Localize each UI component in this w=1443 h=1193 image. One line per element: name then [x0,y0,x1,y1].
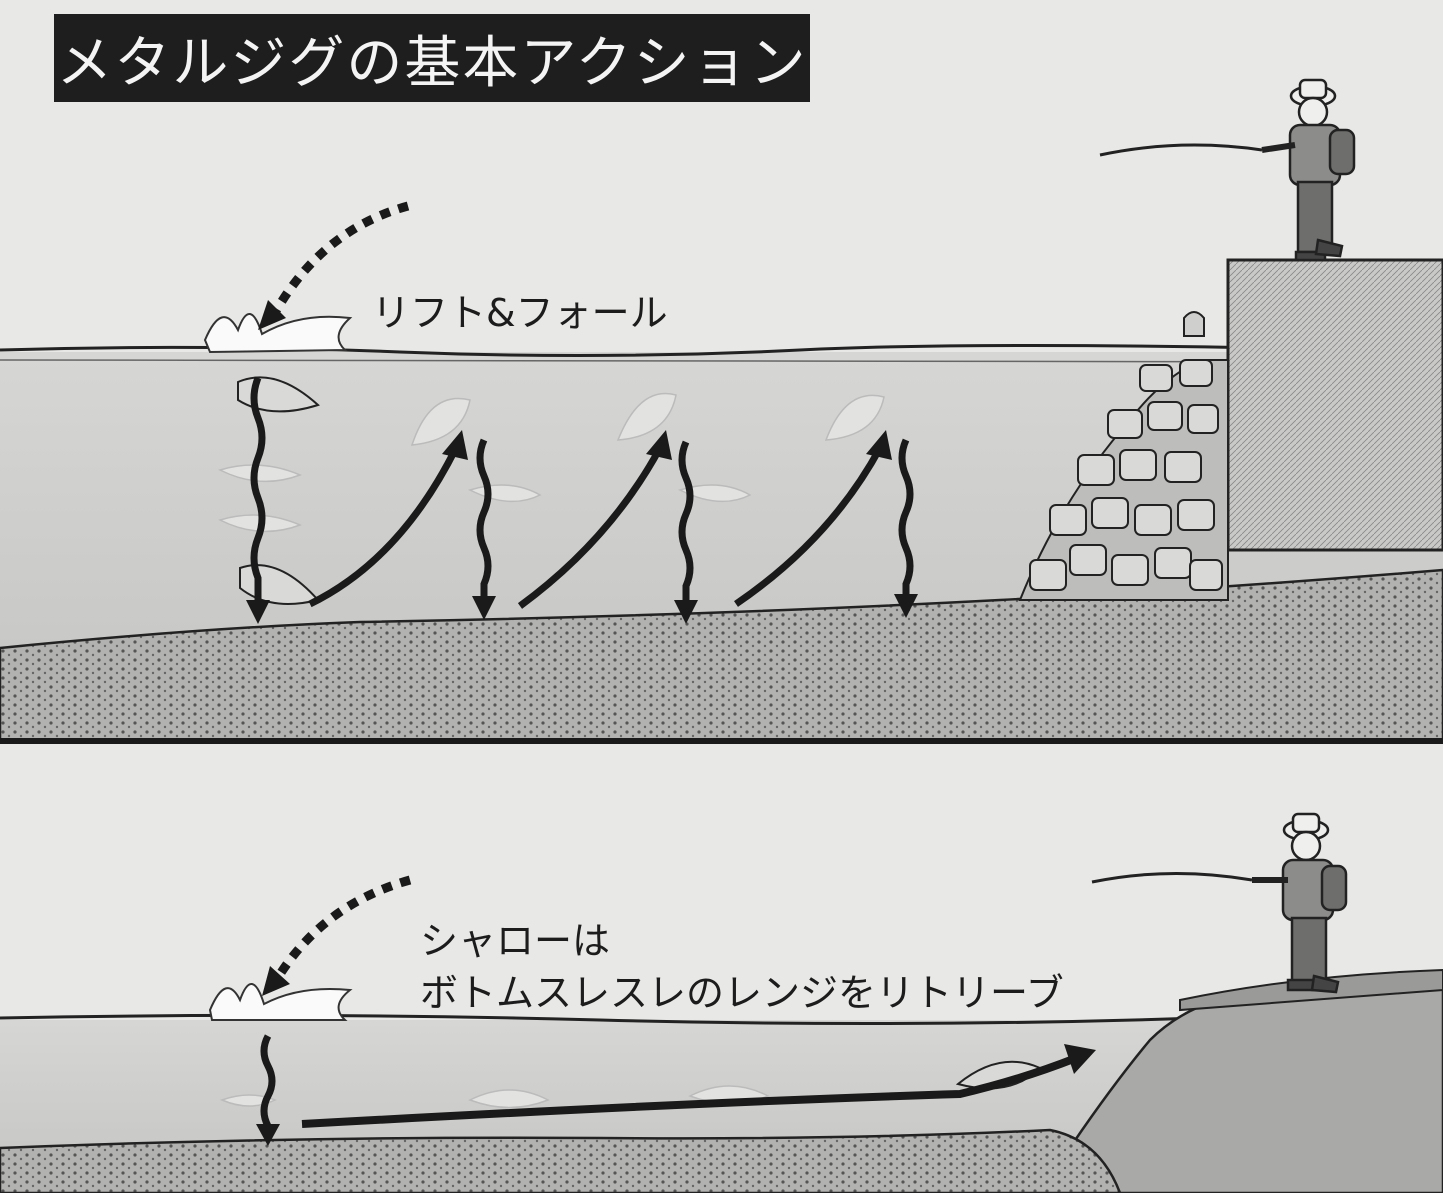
tetrapod-icon [1029,359,1223,591]
sink-arrow [260,1034,276,1128]
cast-arrow-bottom [270,875,412,987]
page-title: メタルジグの基本アクション [56,30,808,96]
lift-arrow [734,446,884,607]
lift-arrow [517,446,664,609]
splash-icon [208,983,353,1021]
seabed-top [0,568,1443,742]
title-banner: メタルジグの基本アクション [54,14,810,102]
fall-arrow [898,438,914,598]
fish-ghost-icon [217,392,885,533]
cast-arrow-top [268,201,410,321]
angler-icon [1099,78,1356,262]
retrieve-arrow [301,1054,1078,1128]
lift-fall-arrows [250,376,914,609]
arrow-heads-top [246,430,918,624]
lift-and-fall-caption: リフト&フォール [372,291,668,335]
seabed-bottom [0,1128,1122,1193]
fall-arrow [476,438,492,600]
tetrapod-pile [1018,359,1229,601]
angler-icon [1091,812,1348,994]
pier-block [1226,258,1443,552]
panel-divider [0,738,1443,744]
fall-arrow [250,376,266,605]
water-surface-bottom [0,1013,1201,1026]
splash-icon [203,313,353,354]
bollard [1183,311,1205,337]
shallow-caption-line1: シャローは [420,919,611,963]
fall-arrow [678,440,694,604]
shallow-caption-line2: ボトムスレスレのレンジをリトリーブ [420,971,1064,1015]
bottom-panel [0,744,1443,1193]
lift-arrow [308,446,460,608]
top-panel [0,78,1443,742]
